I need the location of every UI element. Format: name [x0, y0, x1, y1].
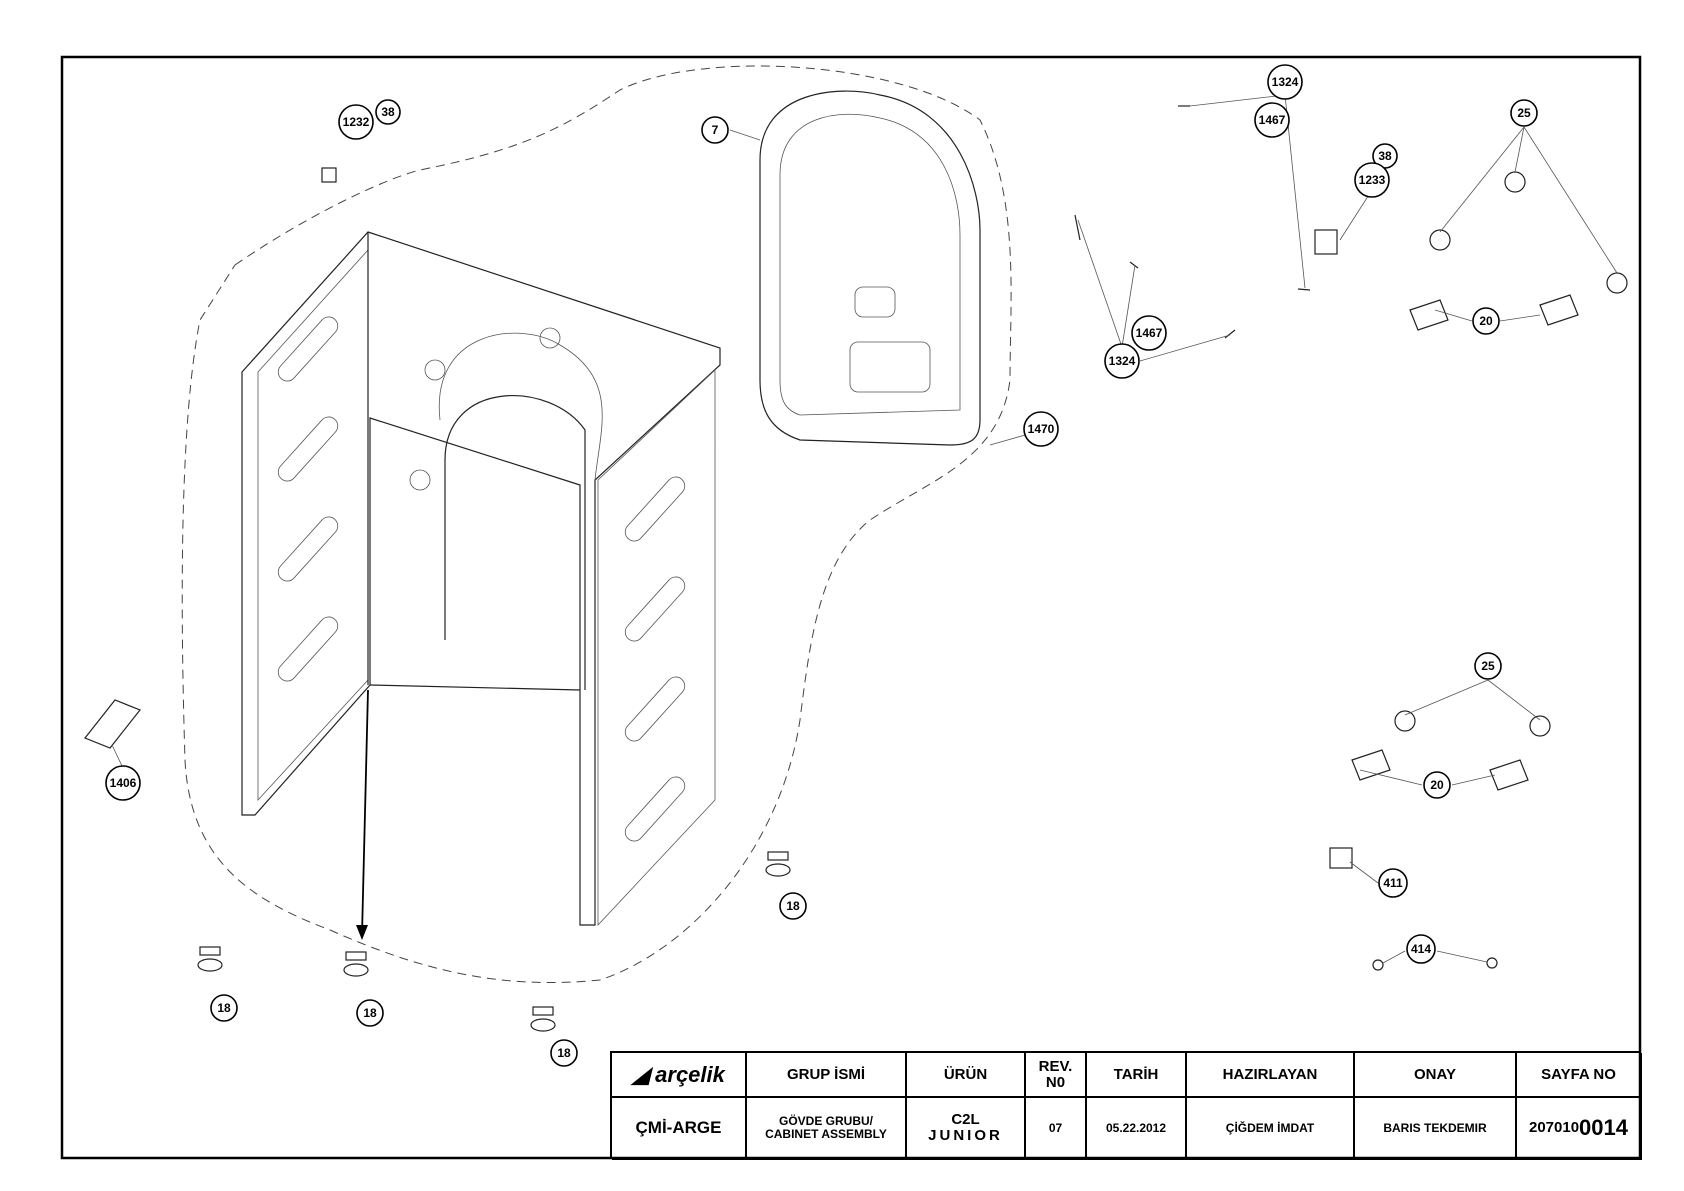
- callout-18: 18: [210, 994, 238, 1022]
- header-page: SAYFA NO: [1517, 1053, 1642, 1098]
- callout-411: 411: [1378, 868, 1408, 898]
- front-panel: [759, 90, 981, 446]
- header-date: TARİH: [1087, 1053, 1187, 1098]
- svg-text:1467: 1467: [1259, 113, 1286, 127]
- leader-lines: [111, 94, 1618, 964]
- svg-text:18: 18: [786, 899, 800, 913]
- callout-20: 20: [1472, 307, 1500, 335]
- header-group: GRUP İSMİ: [747, 1053, 907, 1098]
- small-parts: [84, 105, 1628, 1032]
- callout-38: 38: [1372, 143, 1398, 169]
- svg-text:25: 25: [1481, 659, 1495, 673]
- callout-1406: 1406: [105, 765, 141, 801]
- svg-text:38: 38: [381, 105, 395, 119]
- group-value: GÖVDE GRUBU/CABINET ASSEMBLY: [747, 1098, 907, 1160]
- callout-1467: 1467: [1254, 102, 1290, 138]
- svg-text:414: 414: [1411, 942, 1431, 956]
- callout-1233: 1233: [1354, 162, 1390, 198]
- callout-1324: 1324: [1267, 64, 1303, 100]
- svg-text:1406: 1406: [110, 776, 137, 790]
- logo-mark-icon: ◢: [632, 1061, 656, 1087]
- arrow-head: [356, 925, 368, 940]
- svg-text:18: 18: [557, 1046, 571, 1060]
- svg-text:25: 25: [1517, 106, 1531, 120]
- cabinet-body: [241, 231, 721, 927]
- logo-text: arçelik: [655, 1061, 725, 1087]
- callout-1324: 1324: [1104, 343, 1140, 379]
- svg-text:38: 38: [1378, 149, 1392, 163]
- header-prepared: HAZIRLAYAN: [1187, 1053, 1355, 1098]
- callout-1470: 1470: [1023, 411, 1059, 447]
- callout-18: 18: [550, 1039, 578, 1067]
- callout-25: 25: [1510, 99, 1538, 127]
- callout-1467: 1467: [1131, 315, 1167, 351]
- approved-value: BARIS TEKDEMIR: [1355, 1098, 1517, 1160]
- callout-18: 18: [779, 892, 807, 920]
- svg-text:411: 411: [1383, 876, 1403, 890]
- svg-text:1467: 1467: [1136, 326, 1163, 340]
- prepared-value: ÇİĞDEM İMDAT: [1187, 1098, 1355, 1160]
- svg-text:18: 18: [363, 1006, 377, 1020]
- svg-text:1324: 1324: [1109, 354, 1136, 368]
- callout-25: 25: [1474, 652, 1502, 680]
- callout-1232: 1232: [338, 104, 374, 140]
- title-block: ◢ arçelik GRUP İSMİ ÜRÜN REV. N0 TARİH H…: [610, 1051, 1642, 1160]
- svg-text:1232: 1232: [343, 115, 370, 129]
- svg-text:18: 18: [217, 1001, 231, 1015]
- assembly-boundary: [181, 65, 1012, 984]
- callout-18: 18: [356, 999, 384, 1027]
- svg-text:20: 20: [1479, 314, 1493, 328]
- svg-text:7: 7: [712, 123, 719, 137]
- svg-text:1470: 1470: [1028, 422, 1055, 436]
- drawing-frame: [60, 55, 1642, 1160]
- dept-value: ÇMİ-ARGE: [612, 1098, 747, 1160]
- svg-text:20: 20: [1430, 778, 1444, 792]
- rev-value: 07: [1026, 1098, 1087, 1160]
- svg-text:1324: 1324: [1272, 75, 1299, 89]
- header-rev: REV. N0: [1026, 1053, 1087, 1098]
- header-approved: ONAY: [1355, 1053, 1517, 1098]
- callout-7: 7: [701, 116, 729, 144]
- callout-20: 20: [1423, 771, 1451, 799]
- leader-arrow: [361, 689, 369, 936]
- date-value: 05.22.2012: [1087, 1098, 1187, 1160]
- header-product: ÜRÜN: [907, 1053, 1026, 1098]
- svg-text:1233: 1233: [1359, 173, 1386, 187]
- arcelik-logo: ◢ arçelik: [612, 1053, 747, 1098]
- callout-414: 414: [1406, 934, 1436, 964]
- callout-38: 38: [375, 99, 401, 125]
